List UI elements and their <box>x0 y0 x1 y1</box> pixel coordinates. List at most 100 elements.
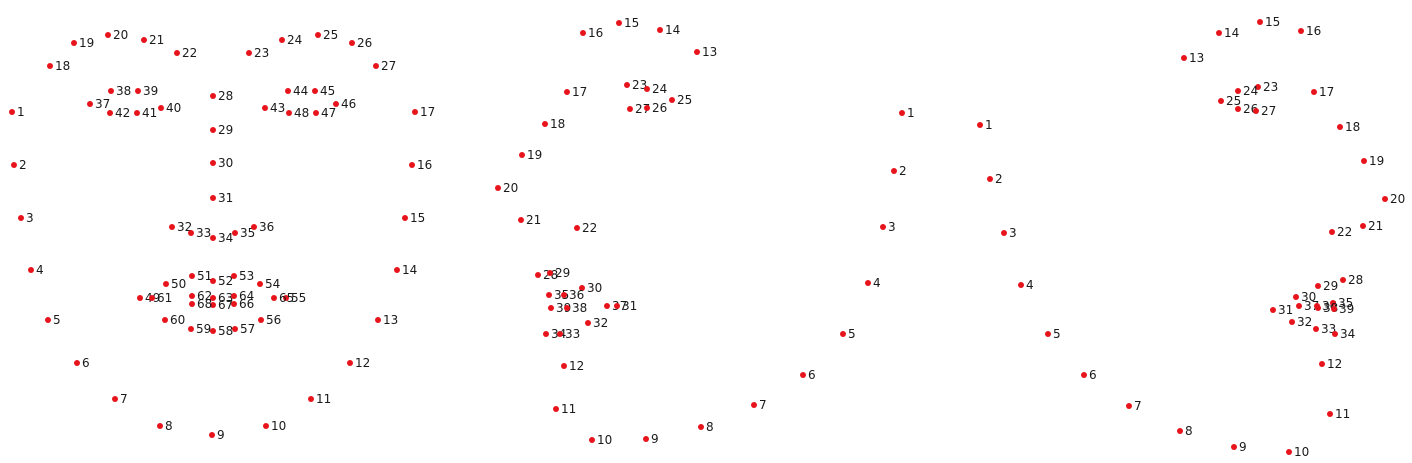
landmark-point <box>210 160 216 166</box>
landmark-label: 1 <box>907 106 915 120</box>
landmark-point <box>1270 307 1276 313</box>
landmark-point <box>891 168 897 174</box>
landmark-point <box>880 224 886 230</box>
landmark-label: 60 <box>170 313 185 327</box>
landmark-label: 28 <box>1348 273 1363 287</box>
landmark-label: 46 <box>341 97 356 111</box>
landmark-point <box>402 215 408 221</box>
landmark-label: 23 <box>1263 80 1278 94</box>
landmark-label: 34 <box>218 231 233 245</box>
landmark-label: 56 <box>266 313 281 327</box>
landmark-point <box>840 331 846 337</box>
landmark-label: 16 <box>588 26 603 40</box>
landmark-label: 14 <box>402 263 417 277</box>
landmark-point <box>157 423 163 429</box>
landmark-point <box>349 40 355 46</box>
landmark-point <box>347 360 353 366</box>
landmark-point <box>624 82 630 88</box>
landmark-label: 41 <box>142 106 157 120</box>
landmark-label: 48 <box>294 106 309 120</box>
landmark-point <box>394 267 400 273</box>
landmark-label: 11 <box>1335 407 1350 421</box>
landmark-point <box>141 37 147 43</box>
landmark-label: 54 <box>265 277 280 291</box>
landmark-label: 18 <box>55 59 70 73</box>
landmark-label: 27 <box>1261 104 1276 118</box>
landmark-point <box>1360 223 1366 229</box>
landmark-point <box>694 49 700 55</box>
landmark-point <box>1329 229 1335 235</box>
landmark-point <box>1231 444 1237 450</box>
landmark-point <box>169 224 175 230</box>
landmark-label: 1 <box>985 118 993 132</box>
landmark-point <box>279 37 285 43</box>
landmark-label: 9 <box>651 432 659 446</box>
landmark-label: 7 <box>1134 399 1142 413</box>
landmark-label: 17 <box>420 105 435 119</box>
landmark-label: 15 <box>624 16 639 30</box>
landmark-label: 9 <box>1239 440 1247 454</box>
landmark-point <box>1296 303 1302 309</box>
landmark-label: 51 <box>197 269 212 283</box>
landmark-point <box>162 317 168 323</box>
landmark-label: 30 <box>587 281 602 295</box>
landmark-point <box>1315 305 1321 311</box>
landmark-point <box>18 215 24 221</box>
landmark-label: 24 <box>1243 84 1258 98</box>
landmark-point <box>564 305 570 311</box>
landmark-point <box>87 101 93 107</box>
landmark-point <box>137 295 143 301</box>
landmark-label: 13 <box>383 313 398 327</box>
landmark-point <box>308 396 314 402</box>
landmark-point <box>210 278 216 284</box>
landmark-label: 12 <box>1327 357 1342 371</box>
landmark-label: 58 <box>218 324 233 338</box>
landmark-point <box>286 110 292 116</box>
landmark-label: 15 <box>410 211 425 225</box>
landmark-point <box>373 63 379 69</box>
landmark-point <box>604 303 610 309</box>
landmark-label: 18 <box>1345 120 1360 134</box>
landmark-label: 17 <box>1319 85 1334 99</box>
landmark-label: 17 <box>572 85 587 99</box>
landmark-point <box>977 122 983 128</box>
landmark-label: 32 <box>1297 315 1312 329</box>
landmark-point <box>616 20 622 26</box>
landmark-point <box>561 363 567 369</box>
landmark-label: 21 <box>149 33 164 47</box>
landmark-label: 44 <box>293 84 308 98</box>
landmark-label: 64 <box>239 289 254 303</box>
landmark-point <box>11 162 17 168</box>
landmark-label: 23 <box>254 46 269 60</box>
landmark-point <box>865 280 871 286</box>
landmark-point <box>28 267 34 273</box>
landmark-label: 18 <box>550 117 565 131</box>
landmark-label: 27 <box>381 59 396 73</box>
landmark-point <box>1327 411 1333 417</box>
landmark-label: 4 <box>36 263 44 277</box>
landmark-point <box>47 63 53 69</box>
landmark-point <box>74 360 80 366</box>
landmark-label: 45 <box>320 84 335 98</box>
landmark-label: 21 <box>1368 219 1383 233</box>
landmark-label: 55 <box>291 291 306 305</box>
landmark-label: 50 <box>171 277 186 291</box>
landmark-point <box>644 86 650 92</box>
landmark-point <box>1253 108 1259 114</box>
landmark-point <box>210 328 216 334</box>
landmark-label: 16 <box>417 158 432 172</box>
landmark-label: 30 <box>1301 290 1316 304</box>
landmark-point <box>564 89 570 95</box>
landmark-label: 14 <box>665 23 680 37</box>
landmark-label: 38 <box>572 301 587 315</box>
landmark-point <box>231 301 237 307</box>
landmark-point <box>412 109 418 115</box>
landmark-point <box>135 88 141 94</box>
landmark-label: 25 <box>677 93 692 107</box>
landmark-label: 23 <box>632 78 647 92</box>
landmark-point <box>210 127 216 133</box>
landmark-point <box>189 301 195 307</box>
landmark-label: 29 <box>1323 279 1338 293</box>
landmark-point <box>107 110 113 116</box>
landmark-point <box>519 152 525 158</box>
